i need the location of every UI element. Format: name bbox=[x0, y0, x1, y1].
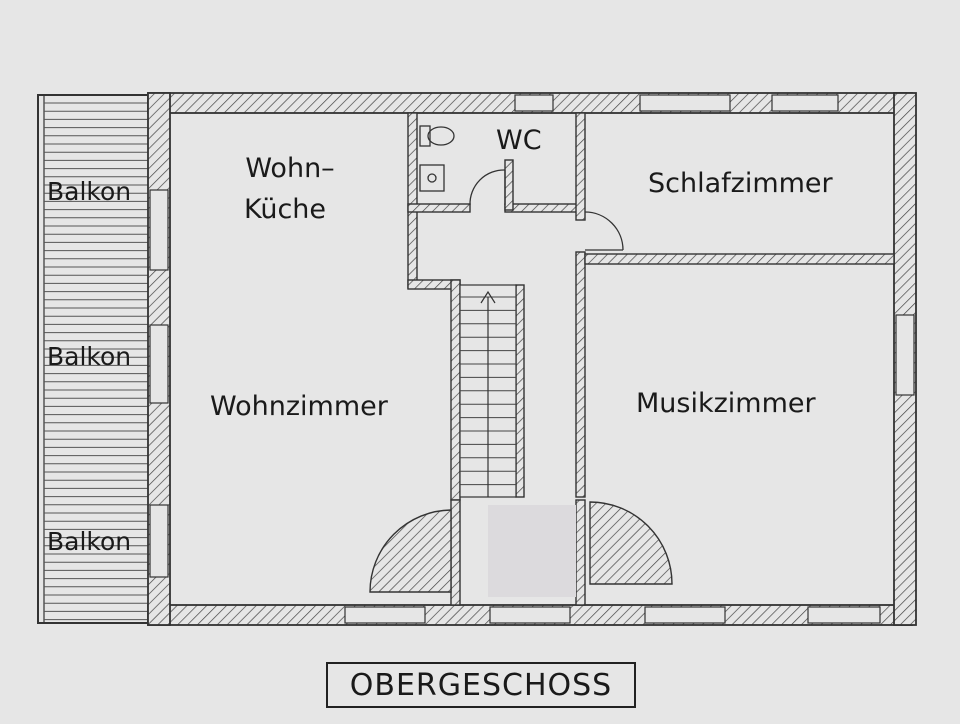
staircase bbox=[459, 284, 517, 498]
smudge bbox=[488, 505, 576, 597]
room-label-musikzimmer: Musikzimmer bbox=[636, 388, 816, 419]
room-label-wohnzimmer: Wohnzimmer bbox=[210, 391, 388, 422]
balcony-label: Balkon bbox=[47, 527, 132, 556]
door-leaves bbox=[369, 501, 673, 593]
room-label-wohnkueche-line1: Wohn– bbox=[245, 153, 335, 184]
windows bbox=[149, 94, 915, 624]
wc-fixtures bbox=[419, 125, 455, 192]
balcony-label: Balkon bbox=[47, 342, 132, 371]
balcony-label: Balkon bbox=[47, 177, 132, 206]
room-label-wohnkueche-line2: Küche bbox=[243, 194, 327, 225]
floor-title: OBERGESCHOSS bbox=[326, 662, 636, 708]
balcony-strip bbox=[37, 94, 151, 624]
door-swings bbox=[469, 169, 624, 251]
room-label-wc: WC bbox=[496, 125, 542, 156]
room-label-schlafzimmer: Schlafzimmer bbox=[648, 168, 833, 199]
